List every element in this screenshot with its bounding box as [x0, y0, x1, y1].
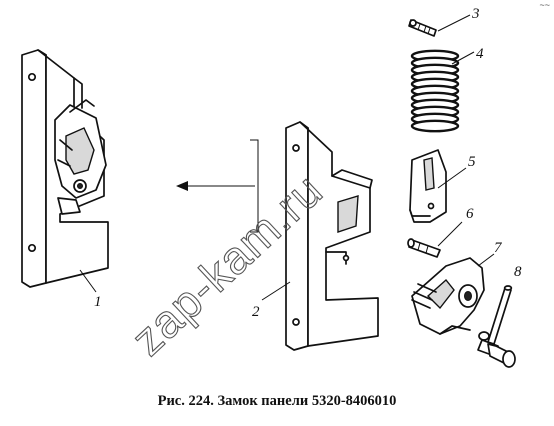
- part-8-bolt: [477, 285, 516, 368]
- part-labels: 1 2 3 4 5 6 7 8: [94, 6, 522, 320]
- label-5: 5: [468, 154, 476, 170]
- part-7-cam-catch: [411, 253, 495, 335]
- figure-caption: Рис. 224. Замок панели 5320-8406010: [157, 393, 397, 409]
- part-2-lock-body: [285, 121, 379, 351]
- label-2: 2: [252, 304, 260, 320]
- leader-line-1: [79, 269, 97, 293]
- assembly-arrow: [176, 139, 259, 233]
- leader-line-2: [261, 281, 291, 301]
- part-4-spring: [410, 49, 475, 134]
- spring-coil: [410, 119, 460, 133]
- label-6: 6: [466, 206, 474, 222]
- part-3-pin: [408, 14, 471, 37]
- part-5-latch-plate: [409, 149, 467, 223]
- label-3: 3: [471, 6, 480, 22]
- label-1: 1: [94, 294, 102, 310]
- part-6-small-pin: [407, 221, 463, 258]
- label-7: 7: [494, 240, 503, 256]
- label-4: 4: [476, 46, 484, 62]
- corner-mark: ~~: [539, 0, 550, 10]
- label-8: 8: [514, 264, 522, 280]
- part-1-assembled-lock: [21, 49, 109, 288]
